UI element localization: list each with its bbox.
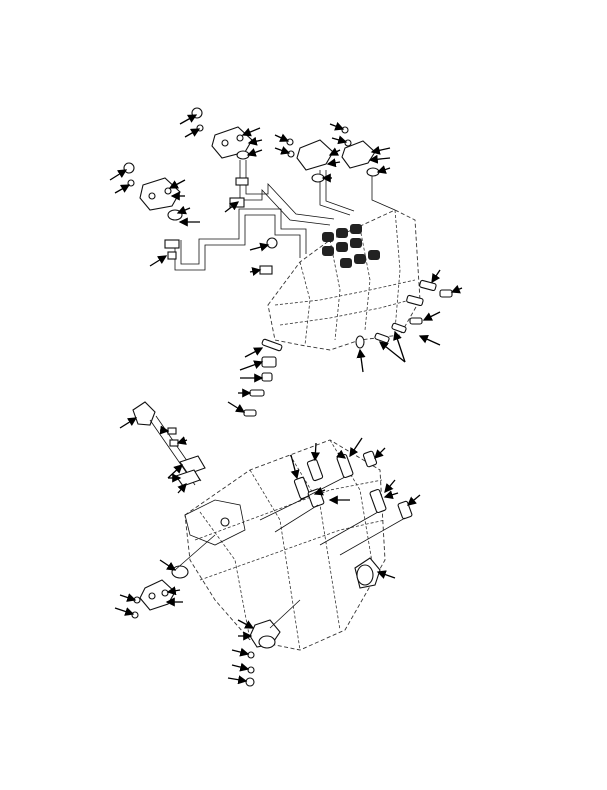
lower-flanges — [131, 534, 301, 687]
lower-valve-assembly — [114, 401, 421, 687]
lower-elbow-right — [354, 557, 381, 589]
upper-valve-assembly — [109, 107, 463, 417]
solenoid-cluster — [322, 224, 380, 268]
flange-top-right — [286, 126, 380, 183]
flange-top-center — [191, 107, 253, 208]
lower-callout-arrows — [114, 417, 421, 685]
flange-left — [123, 162, 183, 260]
upper-callout-arrows — [109, 114, 463, 413]
lower-elbow-top — [132, 401, 206, 487]
